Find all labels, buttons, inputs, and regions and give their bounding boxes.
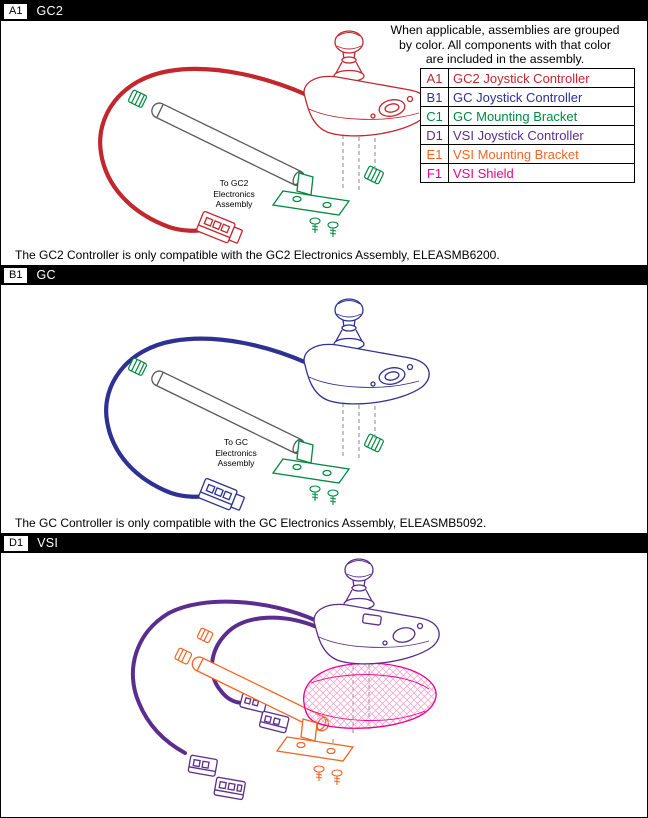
compatibility-note-gc2: The GC2 Controller is only compatible wi… [15, 248, 500, 262]
section-code-badge: B1 [4, 267, 28, 283]
gc2-cable [98, 66, 310, 233]
gc2-joystick-illustration [303, 30, 430, 137]
section-code-badge: D1 [4, 535, 29, 551]
alignment-dashed-lines [342, 131, 376, 193]
legend-label: GC2 Joystick Controller [448, 68, 635, 88]
threaded-cap-right-icon [364, 433, 384, 453]
section-title: VSI [37, 536, 59, 550]
legend-label: GC Mounting Bracket [448, 106, 635, 126]
legend-row: C1 GC Mounting Bracket [420, 106, 635, 126]
gc2-diagram-area: When applicable, assemblies are grouped … [1, 21, 647, 245]
legend-row: A1 GC2 Joystick Controller [420, 68, 635, 88]
mounting-screws [309, 217, 339, 237]
legend-row: D1 VSI Joystick Controller [420, 125, 635, 145]
vsi-connector-lower [187, 754, 246, 801]
threaded-cap-left-icon [128, 357, 148, 376]
legend-row: E1 VSI Mounting Bracket [420, 144, 635, 164]
section-header-gc: B1 GC [1, 265, 647, 285]
legend-code: C1 [420, 106, 449, 126]
threaded-cap-left-icon [128, 89, 148, 108]
section-code-badge: A1 [4, 3, 28, 19]
vsi-joystick-illustration [313, 558, 440, 665]
gc2-connector [196, 210, 243, 244]
note-line: are included in the assembly. [425, 52, 585, 66]
mounting-screws [309, 485, 339, 505]
vsi-shield [303, 662, 437, 729]
panel-gc2: A1 GC2 [1, 1, 647, 265]
note-line: When applicable, assemblies are grouped [390, 23, 620, 37]
assembly-color-legend: A1 GC2 Joystick Controller B1 GC Joystic… [420, 68, 635, 183]
legend-code: B1 [420, 87, 449, 107]
threaded-cap-loose-icon [196, 627, 214, 644]
color-grouping-note: When applicable, assemblies are grouped … [361, 23, 647, 67]
legend-code: D1 [420, 125, 449, 145]
gc-connector [198, 477, 245, 511]
section-header-gc2: A1 GC2 [1, 1, 647, 21]
section-title: GC2 [36, 4, 64, 18]
mounting-tube [151, 102, 306, 187]
gc-assembly-diagram [104, 298, 430, 511]
gc-mounting-bracket [271, 440, 351, 484]
gc-diagram-area: To GC Electronics Assembly [1, 285, 647, 513]
legend-label: VSI Joystick Controller [448, 125, 635, 145]
legend-code: A1 [420, 68, 449, 88]
legend-code: F1 [420, 163, 449, 183]
gc-cable [104, 336, 310, 499]
legend-label: GC Joystick Controller [448, 87, 635, 107]
section-header-vsi: D1 VSI [1, 533, 647, 553]
legend-row: B1 GC Joystick Controller [420, 87, 635, 107]
legend-label: VSI Shield [448, 163, 635, 183]
section-title: GC [36, 268, 56, 282]
electronics-assembly-callout: To GC2 Electronics Assembly [213, 178, 255, 210]
legend-code: E1 [420, 144, 449, 164]
panel-vsi: D1 VSI [1, 533, 647, 817]
legend-row: F1 VSI Shield [420, 163, 635, 183]
vsi-cables [130, 599, 319, 755]
compatibility-note-gc: The GC Controller is only compatible wit… [15, 516, 487, 530]
note-line: by color. All components with that color [399, 37, 611, 52]
gc-joystick-illustration [303, 298, 430, 405]
panel-gc: B1 GC [1, 265, 647, 533]
legend-label: VSI Mounting Bracket [448, 144, 635, 164]
mounting-screws [313, 765, 343, 785]
gc-mounting-bracket [271, 172, 351, 216]
vsi-diagram-area [1, 553, 647, 817]
vsi-connector-mid [239, 692, 290, 734]
alignment-dashed-lines [342, 399, 376, 461]
vsi-assembly-diagram [130, 558, 440, 801]
electronics-assembly-callout: To GC Electronics Assembly [215, 437, 257, 469]
threaded-cap-right-icon [364, 165, 384, 185]
gc2-assembly-diagram [98, 30, 430, 244]
vsi-mounting-bracket [275, 718, 355, 762]
threaded-cap-left-icon [174, 647, 193, 665]
